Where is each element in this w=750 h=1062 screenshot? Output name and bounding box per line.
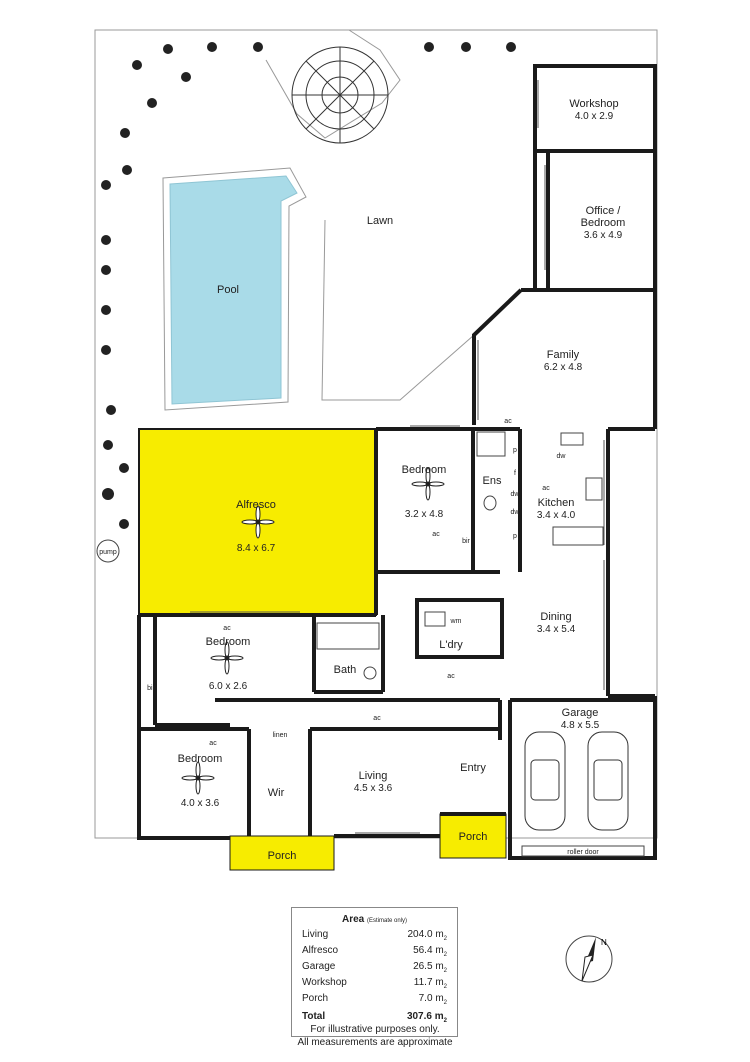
lawn-label: Lawn: [367, 215, 393, 227]
ac-label-hall: ac: [447, 673, 455, 680]
tree-icon: [291, 46, 389, 144]
workshop-dims: 4.0 x 2.9: [575, 111, 614, 122]
entry-label: Entry: [460, 762, 486, 774]
ac-label-bedroom-top: ac: [432, 531, 440, 538]
area-row-garage: Garage 26.5 m2: [302, 961, 447, 974]
bir-label-mid: bir: [147, 685, 155, 692]
lawn-edge: [265, 29, 401, 139]
ensuite-toilet: [483, 495, 497, 511]
porch-right-label: Porch: [459, 831, 488, 843]
pool-surround: [162, 167, 307, 411]
workshop-label: Workshop: [569, 98, 618, 110]
dw-label-2: dw: [511, 509, 521, 516]
area-row-alfresco: Alfresco 56.4 m2: [302, 945, 447, 958]
office-label-2: Bedroom: [581, 217, 626, 229]
p-label-1: p: [513, 447, 517, 454]
disclaimer-line-2: All measurements are approximate: [297, 1037, 453, 1048]
family-dims: 6.2 x 4.8: [544, 362, 583, 373]
car-icon: [524, 731, 629, 831]
kitchen-label: Kitchen: [538, 497, 575, 509]
office-label-1: Office /: [586, 205, 622, 217]
bedroom-mid-dims: 6.0 x 2.6: [209, 681, 248, 692]
shrub-icon: [101, 42, 516, 529]
garage-label: Garage: [562, 707, 599, 719]
ac-label-family: ac: [504, 418, 512, 425]
ac-label-bedroom-mid: ac: [223, 625, 231, 632]
toilet: [363, 666, 377, 680]
pump-label: pump: [99, 549, 117, 556]
living-label: Living: [359, 770, 388, 782]
alfresco-dims: 8.4 x 6.7: [237, 543, 276, 554]
linen-label: linen: [273, 732, 288, 739]
office-dims: 3.6 x 4.9: [584, 230, 623, 241]
bedroom-bottom-dims: 4.0 x 3.6: [181, 798, 220, 809]
porch-right-area: [439, 813, 507, 859]
kitchen-island: [552, 526, 604, 546]
kitchen-sink: [560, 432, 584, 446]
wm-label: wm: [450, 618, 462, 625]
area-table: Area (Estimate only) Living 204.0 m2 Alf…: [291, 907, 458, 1037]
disclaimer: For illustrative purposes only. All meas…: [250, 1023, 500, 1049]
area-row-porch: Porch 7.0 m2: [302, 993, 447, 1006]
pump-icon: [96, 539, 120, 563]
roller-door-label: roller door: [567, 849, 599, 856]
area-title: Area (Estimate only): [341, 914, 408, 925]
bedroom-mid-label: Bedroom: [206, 636, 251, 648]
bir-label-top: bir: [462, 538, 470, 545]
ac-label-bedroom-bottom: ac: [209, 740, 217, 747]
compass-n-label: N: [601, 938, 607, 947]
area-row-workshop: Workshop 11.7 m2: [302, 977, 447, 990]
roller-door: [521, 845, 645, 857]
living-dims: 4.5 x 3.6: [354, 783, 393, 794]
bedroom-top-label: Bedroom: [402, 464, 447, 476]
bathtub: [316, 622, 380, 650]
windows: [190, 80, 605, 834]
ensuite-shower: [476, 431, 506, 457]
kitchen-dims: 3.4 x 4.0: [537, 510, 576, 521]
ceiling-fan-icon: [181, 467, 445, 795]
area-row-living: Living 204.0 m2: [302, 929, 447, 942]
lawn-edge-lower: [321, 219, 522, 401]
bedroom-bottom-label: Bedroom: [178, 753, 223, 765]
pool: [169, 175, 298, 405]
area-row-total: Total 307.6 m2: [302, 1011, 447, 1024]
ac-label-kitchen: ac: [542, 485, 550, 492]
ac-label-living: ac: [373, 715, 381, 722]
cooktop: [585, 477, 603, 501]
porch-left-label: Porch: [268, 850, 297, 862]
bath-label: Bath: [334, 664, 357, 676]
laundry-tub: [424, 611, 446, 627]
p-label-2: p: [513, 533, 517, 540]
wir-label: Wir: [268, 787, 285, 799]
dining-label: Dining: [540, 611, 571, 623]
bedroom-top-dims: 3.2 x 4.8: [405, 509, 444, 520]
ensuite-label: Ens: [483, 475, 502, 487]
alfresco-label: Alfresco: [236, 499, 276, 511]
family-label: Family: [547, 349, 580, 361]
laundry-label: L'dry: [439, 639, 463, 651]
dw-label-kitchen: dw: [557, 453, 567, 460]
porch-left-area: [229, 835, 335, 871]
dining-dims: 3.4 x 5.4: [537, 624, 576, 635]
house-walls: [137, 64, 657, 860]
pool-label: Pool: [217, 284, 239, 296]
dw-label-1: dw: [511, 491, 521, 498]
f-label: f: [514, 470, 516, 477]
garage-dims: 4.8 x 5.5: [561, 720, 600, 731]
disclaimer-line-1: For illustrative purposes only.: [310, 1024, 440, 1035]
compass-icon: N: [565, 935, 613, 983]
